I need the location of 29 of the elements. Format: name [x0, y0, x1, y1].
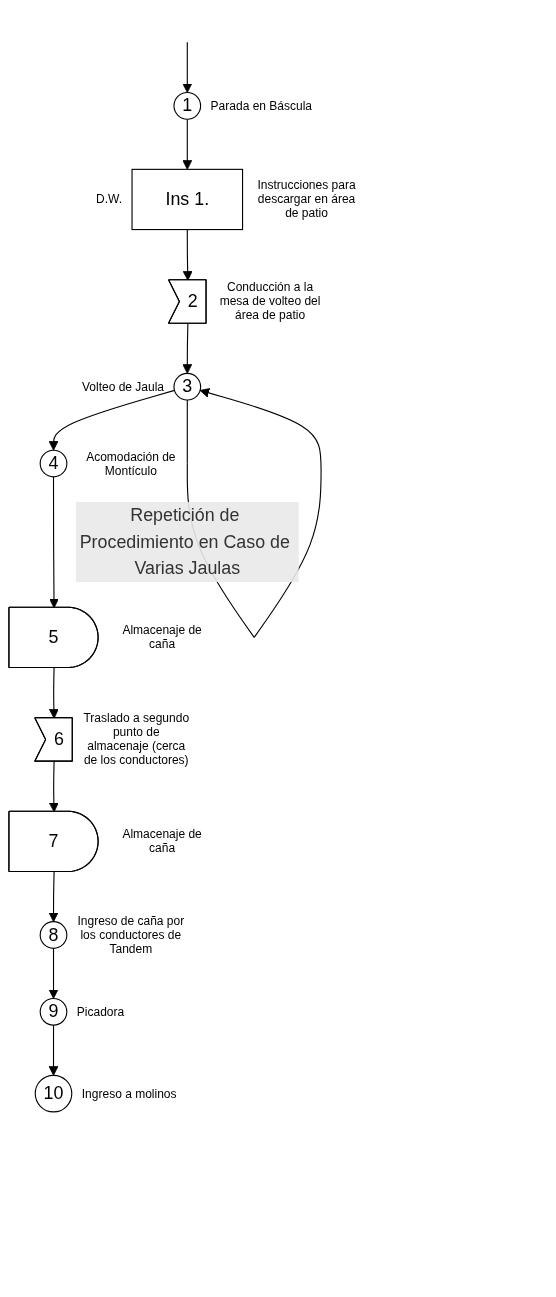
- node-circle: 4: [39, 449, 68, 478]
- step-description: Ingreso a molinos: [81, 1086, 177, 1101]
- node-circle: 10: [34, 1074, 73, 1113]
- arrow: [48, 389, 176, 451]
- arrow: [48, 947, 59, 999]
- step-description: Parada en Báscula: [210, 98, 312, 113]
- step-description: Traslado a segundo punto de almacenaje (cerca de los conductores): [82, 711, 191, 768]
- edge-label: Repetición de Procedimiento en Caso de Varias Jaulas: [79, 505, 290, 578]
- step-description: D.W.: [96, 192, 123, 207]
- step-description: Almacenaje de caña: [121, 623, 203, 652]
- arrow: [182, 118, 193, 170]
- node-circle: 1: [173, 91, 202, 120]
- arrow: [48, 1024, 59, 1076]
- node-circle: 9: [39, 997, 68, 1026]
- step-description: Ingreso de caña por los conductores de Tandem: [76, 914, 185, 956]
- arrow: [182, 323, 193, 374]
- arrow: [182, 41, 193, 93]
- node-box: Ins 1.: [131, 168, 244, 231]
- arrow: [48, 871, 59, 923]
- node-circle: 3: [173, 372, 202, 401]
- step-description: Volteo de Jaula: [81, 379, 165, 394]
- step-description: Almacenaje de caña: [121, 827, 203, 856]
- arrow: [48, 761, 59, 813]
- step-description: Acomodación de Montículo: [85, 449, 177, 478]
- step-description: Picadora: [76, 1004, 125, 1019]
- step-description: Instrucciones para descargar en área de patio: [256, 178, 357, 221]
- arrow: [49, 476, 59, 609]
- step-description: Conducción a la mesa de volteo del área de patio: [218, 280, 322, 323]
- node-circle: 8: [39, 921, 68, 949]
